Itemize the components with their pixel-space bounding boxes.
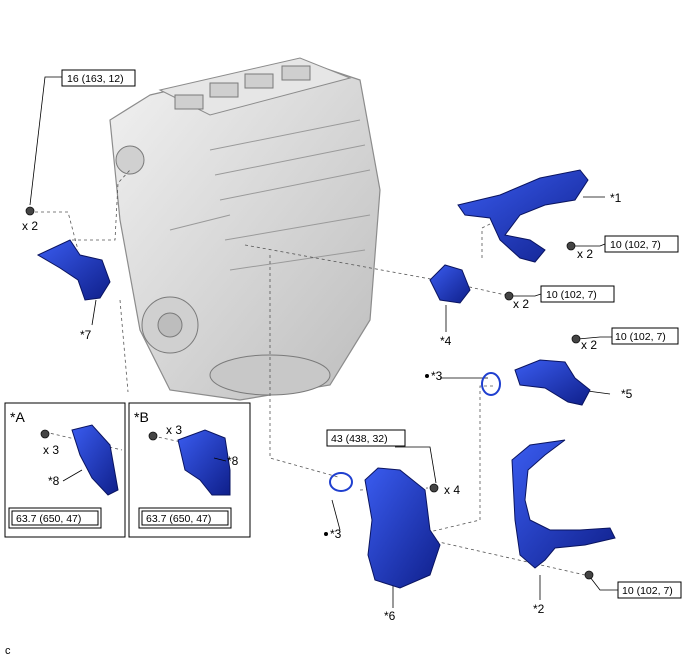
torque-box-frame [540,285,615,303]
leader-line [91,299,97,326]
dashed-line [429,539,586,576]
o-ring-part-3 [329,472,353,492]
torque-box-frame [611,327,679,345]
leader-line [589,576,618,591]
quantity-label: x 2 [577,247,593,261]
o-ring-part-3 [481,372,501,396]
torque-box-frame [604,235,679,253]
leader-line [331,499,341,531]
leader-line [395,446,437,484]
bolt-icon [566,241,576,251]
callout-part-8: *8 [227,454,239,468]
dashed-line [269,255,339,478]
callout-part-6: *6 [384,609,396,623]
leader-line [577,336,612,340]
torque-box-frame [61,69,136,87]
cover-part-4 [429,264,471,304]
callout-part-7: *7 [80,328,92,342]
dashed-line [424,385,493,534]
wire-harness-part-2 [511,439,616,569]
quantity-label: x 4 [444,483,460,497]
torque-spec-label: 10 (102, 7) [546,289,597,301]
torque-box-frame [11,510,99,526]
callout-part-1: *1 [610,191,622,205]
note-dot-icon [425,374,429,378]
view-a-frame [4,402,126,538]
dashed-line [119,299,129,393]
torque-spec-label: 10 (102, 7) [622,585,673,597]
engine-block [109,57,381,401]
leader-line [573,243,606,247]
figure-code: c [5,645,11,657]
quantity-label: x 3 [43,443,59,457]
dashed-line [35,211,79,251]
torque-spec-label: 10 (102, 7) [615,331,666,343]
torque-spec-label: 63.7 (650, 47) [146,513,211,525]
bolt-icon [25,206,35,216]
callout-part-5: *5 [621,387,633,401]
callout-part-3: *3 [330,527,342,541]
dashed-line [152,435,201,447]
view-label-a: *A [10,409,25,425]
bolt-icon [571,334,581,344]
note-dot-icon [324,532,328,536]
quantity-label: x 2 [513,297,529,311]
dashed-line [481,223,491,258]
callout-part-8: *8 [48,474,60,488]
bolt-icon [584,570,594,580]
pump-part-6 [364,467,441,589]
view-label-b: *B [134,409,149,425]
actuator-part-5 [514,359,591,406]
bolt-icon [429,483,439,493]
torque-spec-label: 16 (163, 12) [67,73,124,85]
quantity-label: x 2 [581,338,597,352]
callout-part-3: *3 [431,369,443,383]
bolt-icon [40,429,50,439]
bracket-part-8-b [177,429,231,496]
quantity-label: x 2 [22,219,38,233]
torque-box-frame [326,429,406,447]
leader-line [29,76,62,206]
torque-spec-label: 10 (102, 7) [610,239,661,251]
bolt-icon [504,291,514,301]
torque-box-frame [617,581,682,599]
bolt-icon [148,431,158,441]
bracket-part-7 [36,239,111,301]
callout-part-2: *2 [533,602,545,616]
torque-spec-label: 63.7 (650, 47) [16,513,81,525]
torque-spec-label: 43 (438, 32) [331,433,388,445]
callout-part-4: *4 [440,334,452,348]
torque-box-frame [141,510,229,526]
wire-harness-part-1 [457,169,589,263]
bracket-part-8-a [71,424,119,496]
quantity-label: x 3 [166,423,182,437]
view-b-frame [128,402,251,538]
dashed-line [72,169,131,241]
dashed-line [44,431,123,451]
leader-line [513,293,542,297]
